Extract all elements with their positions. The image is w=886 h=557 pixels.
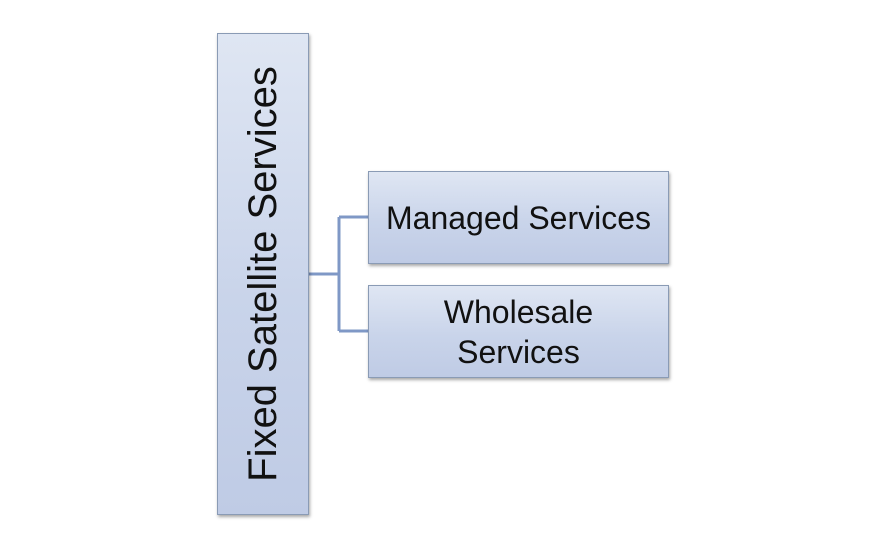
child-node-wholesale-services: Wholesale Services: [368, 285, 669, 378]
root-node-label: Fixed Satellite Services: [241, 66, 285, 482]
child-node-label: Wholesale Services: [443, 293, 594, 370]
root-node: Fixed Satellite Services: [217, 33, 309, 515]
child-node-managed-services: Managed Services: [368, 171, 669, 264]
child-node-label: Managed Services: [385, 199, 652, 236]
